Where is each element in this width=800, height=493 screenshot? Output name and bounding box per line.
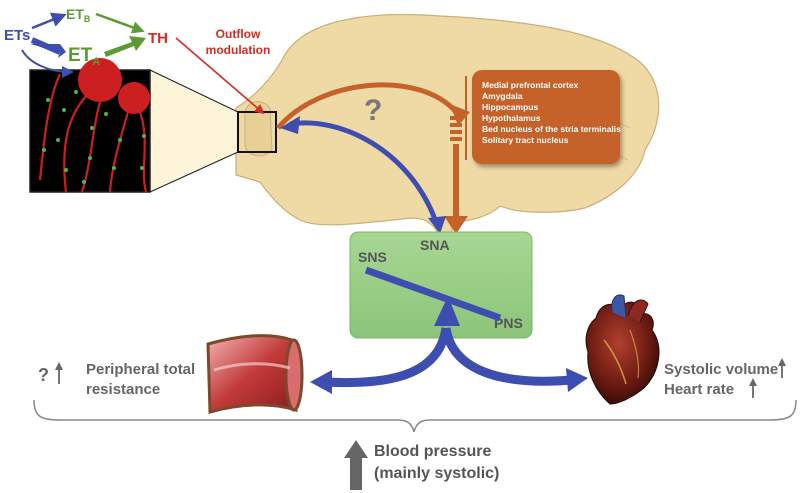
brain-region-item: Solitary tract nucleus xyxy=(482,135,569,145)
blood-pressure-up-arrow xyxy=(344,440,368,490)
orange-arc-head xyxy=(450,104,470,126)
systolic-up-arrow xyxy=(778,358,786,378)
ets-label: ETs xyxy=(4,27,30,44)
cardiac-line1: Systolic volume xyxy=(664,361,778,378)
eta-to-th-arrow xyxy=(104,36,146,57)
orange-pathway-arc xyxy=(276,82,458,130)
brain-region-item: Hippocampus xyxy=(482,102,539,112)
balance-beam xyxy=(364,266,502,322)
eta-label: ETA xyxy=(68,45,100,68)
neuron-soma xyxy=(78,58,122,102)
ets-to-panel-arrow xyxy=(21,49,74,78)
brain-region-item: Amygdala xyxy=(482,91,523,101)
neuron-axons xyxy=(38,73,148,193)
arrow-to-vessel-head xyxy=(310,370,332,394)
peripheral-up-arrow xyxy=(55,362,63,384)
neuron-panel xyxy=(29,58,151,193)
brain-region-item: Hypothalamus xyxy=(482,113,541,123)
blue-pathway-arc xyxy=(289,120,439,223)
blood-vessel-illustration xyxy=(206,334,304,414)
arrow-to-vessel xyxy=(325,327,451,388)
cardiac-line2: Heart rate xyxy=(664,381,734,398)
th-to-roi-arrow xyxy=(175,37,265,115)
pns-label: PNS xyxy=(494,315,523,331)
blue-arc-head-top xyxy=(280,116,300,134)
sna-label: SNA xyxy=(420,237,450,253)
brain-region-item: Bed nucleus of the stria terminalis xyxy=(482,124,621,134)
blue-arc-head-bottom xyxy=(428,216,446,234)
etb-to-th-arrow xyxy=(95,12,145,34)
arrow-to-heart-head xyxy=(566,368,588,392)
outflow-label-line1: Outflow xyxy=(216,27,261,41)
summary-brace xyxy=(33,399,797,433)
heart-illustration xyxy=(585,294,660,405)
outflow-label-line2: modulation xyxy=(206,43,271,57)
orange-bracket-stack xyxy=(444,76,468,234)
brain-region-item: Medial prefrontal cortex xyxy=(482,80,579,90)
etb-label: ETB xyxy=(66,6,91,24)
peripheral-line2: resistance xyxy=(86,381,160,398)
blood-pressure-line1: Blood pressure xyxy=(374,443,491,460)
question-mark-brain: ? xyxy=(364,94,382,127)
heart-rate-up-arrow xyxy=(749,378,757,398)
th-label: TH xyxy=(148,30,168,47)
zoom-projection xyxy=(149,69,239,193)
brain-regions-box: Medial prefrontal cortex Amygdala Hippoc… xyxy=(472,70,621,164)
ets-to-eta-shaft xyxy=(30,37,62,55)
ets-to-etb-arrow xyxy=(31,12,67,30)
peripheral-question-mark: ? xyxy=(38,365,49,385)
synaptic-dots xyxy=(42,90,146,184)
peripheral-line1: Peripheral total xyxy=(86,361,195,378)
neuron-soma xyxy=(118,82,150,114)
blood-pressure-line2: (mainly systolic) xyxy=(374,465,499,482)
sns-label: SNS xyxy=(358,249,387,265)
balance-fulcrum xyxy=(434,296,460,326)
arrow-to-heart xyxy=(441,327,573,386)
